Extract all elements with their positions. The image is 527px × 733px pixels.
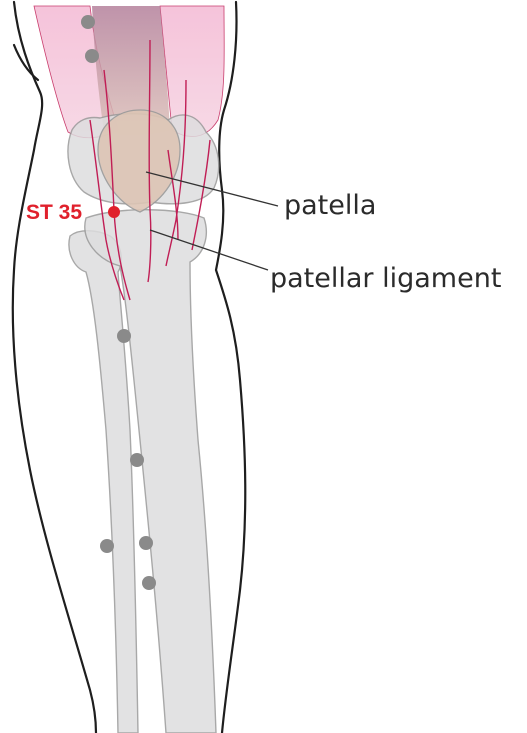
reference-dot (142, 576, 156, 590)
acupoint-label: ST 35 (26, 202, 82, 223)
acupoint-dot-icon (108, 206, 120, 218)
patella-label: patella (284, 192, 376, 219)
reference-dot (81, 15, 95, 29)
reference-dot (130, 453, 144, 467)
reference-dot (85, 49, 99, 63)
bones (68, 110, 219, 733)
reference-dot (139, 536, 153, 550)
leg-outline-left-crease (14, 45, 38, 80)
reference-dot (100, 539, 114, 553)
reference-dot (117, 329, 131, 343)
patellar-ligament-label: patellar ligament (270, 265, 501, 292)
leg-outline-right (216, 2, 245, 733)
